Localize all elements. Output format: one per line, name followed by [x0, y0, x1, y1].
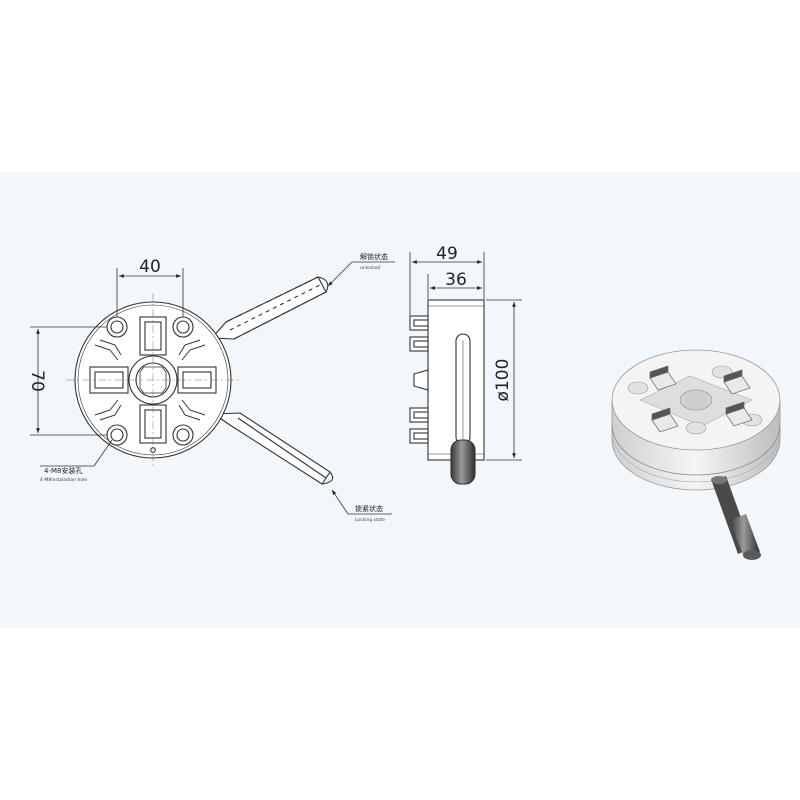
callout-unlock-en: unlocked: [360, 265, 380, 271]
front-dimension-lines: [30, 268, 184, 467]
side-dimension-lines: [409, 252, 522, 461]
dim-bolt-height: 70: [27, 370, 47, 392]
callout-holes-en: 4-M8installation hole: [40, 477, 87, 483]
jaws-side: [409, 315, 429, 444]
front-view: [66, 276, 334, 485]
render-handle: [711, 476, 761, 560]
callout-lock-cn: 锁紧状态: [355, 504, 383, 513]
chuck-3d-render: [611, 349, 781, 560]
diagonal-slots: [94, 339, 206, 421]
dim-bolt-spacing: 40: [139, 257, 161, 277]
unlocked-handle: [210, 276, 329, 340]
state-leaders: [327, 261, 395, 515]
callout-holes-cn: 4-M8安装孔: [44, 466, 82, 475]
side-view: [409, 299, 485, 485]
dim-overall-depth: 49: [436, 244, 458, 264]
render-jaws: [649, 365, 753, 433]
dim-body-depth: 36: [445, 270, 467, 290]
side-handle: [450, 333, 476, 485]
callout-lock-en: Locking state: [355, 517, 385, 523]
dim-diameter: ø100: [493, 359, 513, 402]
locked-handle: [212, 412, 334, 485]
callout-unlock-cn: 解锁状态: [360, 252, 388, 261]
